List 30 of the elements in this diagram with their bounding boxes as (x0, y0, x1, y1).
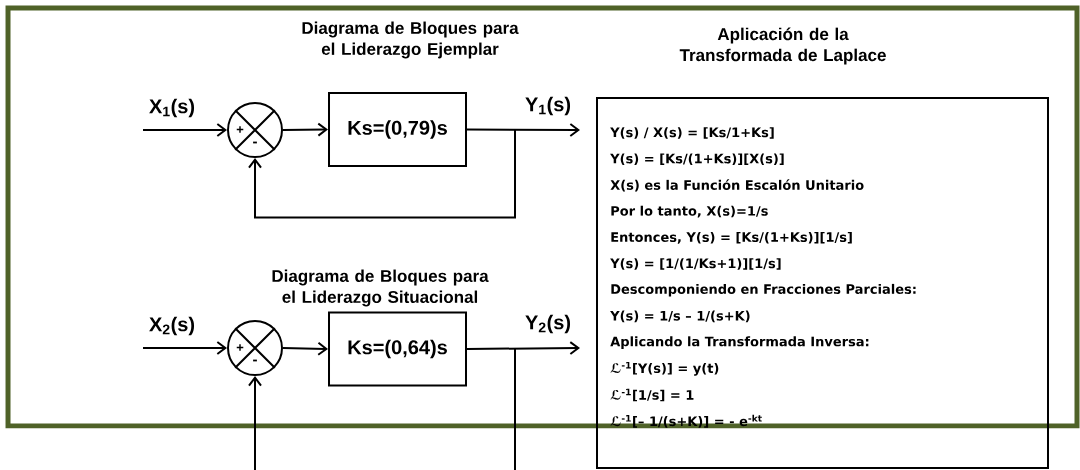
equation-line: Y(s) = [1/(1/Ks+1)][1/s] (610, 258, 781, 270)
arrow (248, 348, 516, 470)
signal-label: Y$_{1}$(s) (525, 96, 571, 116)
signal-label: Y$_{2}$(s) (525, 314, 571, 334)
arrow (248, 128, 516, 219)
signal-label: X$_{2}$(s) (149, 316, 195, 336)
equation-line: Y(s) = 1/s – 1/(s+K) (610, 310, 750, 323)
arrow (282, 341, 328, 356)
arrow (142, 341, 227, 355)
equation-line: ℒ$^{-1}$[Y(s)] = y(t) (610, 361, 719, 376)
equation-line: ℒ$^{-1}$[1/s] = 1 (610, 388, 694, 402)
summing-junction: + - (227, 102, 283, 158)
equation-line: Y(s) = [Ks/(1+Ks)][X(s)] (610, 153, 784, 165)
equation-line: Y(s) / X(s) = [Ks/1+Ks] (610, 127, 774, 139)
arrow (466, 122, 580, 137)
arrow (466, 341, 580, 356)
summing-junction: + - (227, 320, 283, 376)
arrow (282, 122, 328, 137)
transfer-block: Ks=(0,79)s (328, 92, 467, 167)
diagram-heading: Diagrama de Bloques para el Liderazgo Ejemplar (302, 21, 519, 59)
equation-line: X(s) es la Función Escalón Unitario (610, 179, 864, 192)
equation-line: Entonces, Y(s) = [Ks/(1+Ks)][1/s] (611, 231, 852, 244)
transfer-block: Ks=(0,64)s (328, 311, 467, 387)
diagram-heading: Diagrama de Bloques para el Liderazgo Situacional (272, 269, 489, 307)
panel-heading: Aplicación de la Transformada de Laplace (679, 27, 886, 65)
signal-label: X$_{1}$(s) (149, 98, 195, 118)
arrow (142, 123, 227, 137)
equation-line: Aplicando la Transformada Inversa: (610, 336, 869, 349)
equation-line: Descomponiendo en Fracciones Parciales: (611, 283, 916, 297)
equation-line: Por lo tanto, X(s)=1/s (611, 205, 768, 218)
